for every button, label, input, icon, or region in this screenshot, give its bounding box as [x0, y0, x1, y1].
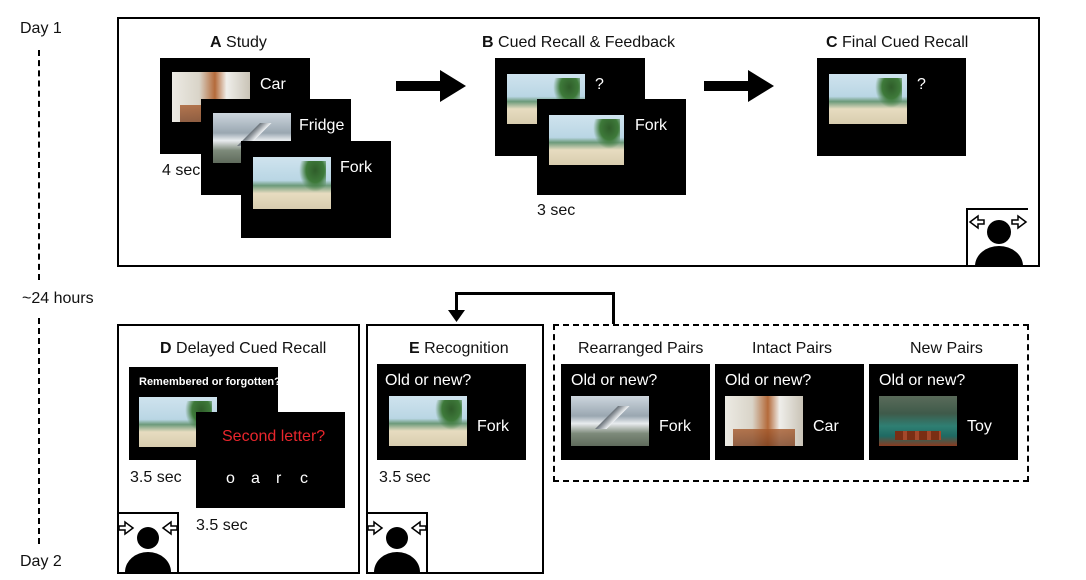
study-duration: 4 sec — [162, 162, 201, 179]
rearranged-pairs-title: Rearranged Pairs — [578, 340, 704, 357]
feedback-screen: Fork — [537, 99, 686, 195]
recognition-duration: 3.5 sec — [379, 469, 431, 486]
pairs-frame — [553, 324, 1029, 482]
feedback-duration: 3 sec — [537, 202, 576, 219]
interval-label: ~24 hours — [22, 290, 94, 307]
person-in-scanner-icon — [366, 512, 428, 574]
person-in-scanner-icon — [117, 512, 179, 574]
connector-line — [612, 292, 615, 324]
day1-label: Day 1 — [20, 20, 62, 37]
delayed-duration-2: 3.5 sec — [196, 517, 248, 534]
panel-e-letter: E — [409, 340, 420, 357]
letter-option: r — [276, 470, 282, 487]
final-recall-screen: ? — [817, 58, 966, 156]
panel-c-title-text: Final Cued Recall — [842, 34, 969, 51]
panel-d-title-text: Delayed Cued Recall — [176, 340, 327, 357]
recognition-word: Fork — [477, 418, 509, 435]
letter-option: a — [251, 470, 260, 487]
second-letter-question: Second letter? — [222, 428, 326, 445]
letter-option: o — [226, 470, 235, 487]
panel-e-title: E Recognition — [409, 340, 509, 358]
study-word-1: Car — [260, 76, 286, 93]
beach-image — [829, 74, 907, 124]
lake-image — [879, 396, 957, 446]
intact-word: Car — [813, 418, 839, 435]
beach-image — [389, 396, 467, 446]
timeline-line-bottom — [38, 318, 40, 544]
letter-screen: Second letter? o a r c — [196, 412, 345, 508]
remembered-question: Remembered or forgotten? — [139, 376, 281, 388]
final-recall-prompt: ? — [917, 76, 926, 93]
beach-image — [253, 157, 331, 209]
panel-a-letter: A — [210, 34, 222, 51]
delayed-duration-1: 3.5 sec — [130, 469, 182, 486]
mountain-image — [571, 396, 649, 446]
recognition-question: Old or new? — [385, 372, 472, 389]
recognition-screen: Old or new? Fork — [377, 364, 526, 460]
person-in-scanner-icon — [966, 208, 1028, 266]
study-word-2: Fridge — [299, 117, 345, 134]
new-question: Old or new? — [879, 372, 966, 389]
recall-prompt: ? — [595, 76, 604, 93]
panel-d-letter: D — [160, 340, 172, 357]
beach-image — [549, 115, 624, 165]
panel-e-title-text: Recognition — [424, 340, 509, 357]
connector-line — [455, 292, 615, 295]
intact-pairs-screen: Old or new? Car — [715, 364, 864, 460]
panel-c-letter: C — [826, 34, 838, 51]
study-word-3: Fork — [340, 159, 372, 176]
panel-c-title: C Final Cued Recall — [826, 34, 968, 52]
panel-b-title: B Cued Recall & Feedback — [482, 34, 675, 52]
day2-label: Day 2 — [20, 553, 62, 570]
feedback-word: Fork — [635, 117, 667, 134]
panel-d-title: D Delayed Cued Recall — [160, 340, 326, 358]
rearranged-question: Old or new? — [571, 372, 658, 389]
intact-question: Old or new? — [725, 372, 812, 389]
panel-b-letter: B — [482, 34, 494, 51]
connector-line — [455, 292, 458, 312]
timeline-line-top — [38, 50, 40, 280]
kitchen-image — [725, 396, 803, 446]
new-word: Toy — [967, 418, 992, 435]
intact-pairs-title: Intact Pairs — [752, 340, 833, 357]
rearranged-pairs-screen: Old or new? Fork — [561, 364, 710, 460]
right-arrow-icon — [396, 70, 466, 102]
down-arrow-icon — [448, 310, 465, 322]
panel-a-title-text: Study — [226, 34, 267, 51]
panel-a-title: A Study — [210, 34, 267, 52]
study-screen-3: Fork — [241, 141, 391, 238]
right-arrow-icon — [704, 70, 774, 102]
rearranged-word: Fork — [659, 418, 691, 435]
letter-option: c — [300, 470, 308, 487]
new-pairs-screen: Old or new? Toy — [869, 364, 1018, 460]
panel-b-title-text: Cued Recall & Feedback — [498, 34, 675, 51]
new-pairs-title: New Pairs — [910, 340, 983, 357]
